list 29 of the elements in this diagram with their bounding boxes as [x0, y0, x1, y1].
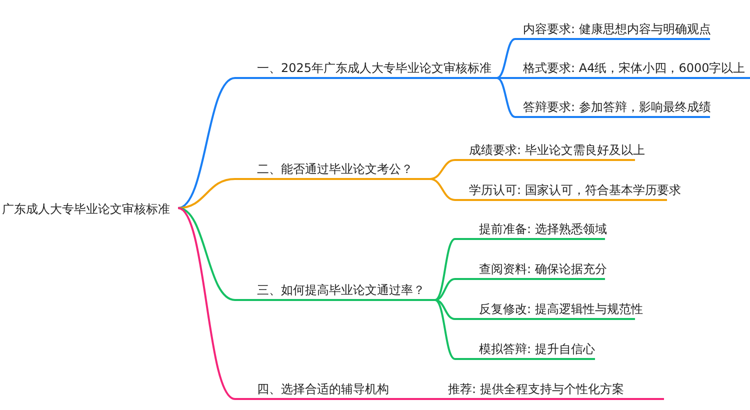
branch-connector — [178, 207, 236, 301]
topic-text: 反复修改: 提高逻辑性与规范性 — [479, 301, 643, 318]
topic-text: 推荐: 提供全程支持与个性化方案 — [448, 381, 624, 398]
branch-connector — [430, 159, 456, 180]
topic-text: 四、选择合适的辅导机构 — [257, 381, 389, 398]
branch-connector — [497, 77, 515, 79]
branch-connector — [178, 77, 236, 209]
topic-text: 二、能否通过毕业论文考公？ — [257, 161, 413, 178]
branch-connector — [434, 299, 456, 360]
topic-text: 提前准备: 选择熟悉领域 — [479, 221, 607, 238]
branch-connector — [496, 38, 516, 79]
branch-connector — [433, 398, 440, 400]
topic-text: 格式要求: A4纸，宋体小四，6000字以上 — [523, 60, 746, 77]
topic-text: 三、如何提高毕业论文通过率？ — [257, 282, 425, 299]
branch-connector — [430, 178, 456, 201]
branch-connector — [178, 207, 236, 400]
branch-connector — [178, 178, 236, 209]
branch-connector — [496, 77, 516, 118]
topic-text: 模拟答辩: 提升自信心 — [479, 341, 595, 358]
branch-connector — [434, 299, 456, 320]
topic-text: 答辩要求: 参加答辩，影响最终成绩 — [523, 99, 711, 116]
topic-text: 学历认可: 国家认可，符合基本学历要求 — [469, 182, 681, 199]
topic-text: 成绩要求: 毕业论文需良好及以上 — [469, 142, 645, 159]
topic-text: 查阅资料: 确保论据充分 — [479, 261, 607, 278]
branch-connector — [434, 238, 456, 301]
topic-text: 一、2025年广东成人大专毕业论文审核标准 — [257, 60, 492, 77]
branch-connector — [434, 278, 456, 301]
topic-text: 内容要求: 健康思想内容与明确观点 — [523, 21, 711, 38]
topic-text: 广东成人大专毕业论文审核标准 — [2, 201, 170, 218]
